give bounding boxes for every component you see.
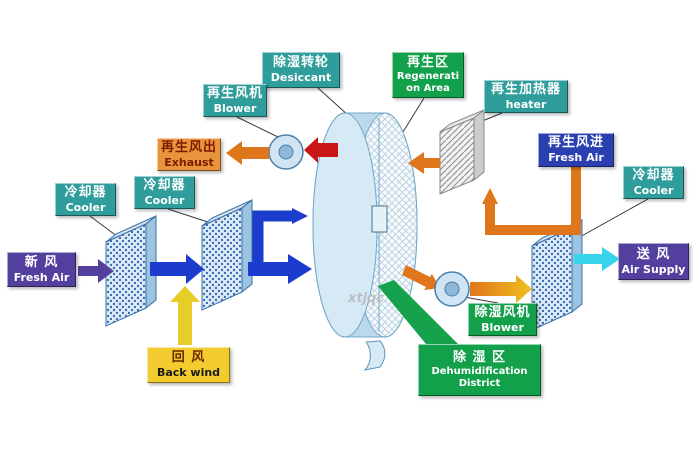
watermark: xtjqc bbox=[348, 291, 385, 306]
label-regen-fresh-air: 再生风进 Fresh Air bbox=[538, 133, 614, 167]
regen-blower-en: Blower bbox=[213, 101, 257, 115]
cooler-right-zh: 冷却器 bbox=[632, 167, 675, 183]
regen-blower-fan bbox=[268, 134, 304, 170]
ribbon-sheet-icon bbox=[363, 340, 386, 371]
dehumid-blower-fan bbox=[434, 271, 470, 307]
regen-blower-zh: 再生风机 bbox=[206, 85, 263, 101]
air-supply-zh: 送 风 bbox=[636, 246, 671, 262]
cooler-mid-zh: 冷却器 bbox=[143, 177, 186, 193]
cooler-left-en: Cooler bbox=[65, 200, 106, 214]
blower-to-cooler-arrow bbox=[470, 275, 532, 303]
cooler-right-unit bbox=[531, 218, 583, 331]
cooler-left-zh: 冷却器 bbox=[64, 184, 107, 200]
label-cooler-mid: 冷却器 Cooler bbox=[134, 176, 195, 209]
label-regen-area: 再生区 Regenerati on Area bbox=[392, 52, 464, 98]
regen-heater-en: heater bbox=[505, 97, 547, 111]
fresh-air-in-en: Fresh Air bbox=[13, 270, 70, 284]
label-regen-exhaust: 再生风出 Exhaust bbox=[157, 138, 221, 171]
label-dehumid-district: 除 湿 区 Dehumidification District bbox=[418, 344, 541, 396]
regen-air-to-wheel-arrow bbox=[408, 152, 440, 174]
label-regen-blower: 再生风机 Blower bbox=[203, 84, 267, 117]
dehumid-blower-en: Blower bbox=[481, 320, 524, 334]
air-supply-en: Air Supply bbox=[621, 262, 686, 276]
label-regen-heater: 再生加热器 heater bbox=[484, 80, 568, 113]
cooler-mid-unit bbox=[201, 198, 253, 311]
label-desiccant-wheel: 除湿转轮 Desiccant bbox=[262, 52, 340, 88]
label-back-wind: 回 风 Back wind bbox=[147, 347, 230, 383]
process-air-elbow-arrow bbox=[252, 208, 308, 268]
exhaust-arrow bbox=[226, 141, 269, 165]
regen-area-en2: on Area bbox=[406, 82, 450, 94]
mixed-air-arrow bbox=[150, 254, 204, 284]
desiccant-wheel-en: Desiccant bbox=[270, 71, 332, 85]
regen-area-en1: Regenerati bbox=[396, 70, 460, 82]
cooler-mid-en: Cooler bbox=[144, 193, 185, 207]
back-wind-en: Back wind bbox=[156, 366, 221, 380]
regen-exhaust-red-arrow bbox=[304, 137, 338, 163]
dehumid-district-en1: Dehumidification bbox=[431, 365, 528, 377]
regen-exhaust-en: Exhaust bbox=[164, 155, 214, 169]
regen-air-inlet-path bbox=[482, 167, 581, 235]
regen-heater-unit bbox=[439, 108, 485, 195]
regen-heater-zh: 再生加热器 bbox=[490, 81, 561, 97]
dehumid-district-wedge bbox=[378, 280, 458, 344]
back-wind-zh: 回 风 bbox=[171, 350, 206, 366]
label-cooler-right: 冷却器 Cooler bbox=[623, 166, 684, 199]
label-cooler-left: 冷却器 Cooler bbox=[55, 183, 116, 216]
wheel-to-blower-arrow bbox=[402, 265, 440, 290]
process-air-arrow bbox=[248, 254, 312, 284]
return-air-arrow bbox=[170, 286, 200, 345]
wheel-axle bbox=[371, 205, 388, 233]
regen-area-zh: 再生区 bbox=[406, 54, 449, 70]
desiccant-wheel-zh: 除湿转轮 bbox=[272, 55, 329, 71]
leader-lines bbox=[89, 87, 649, 304]
fresh-air-arrow bbox=[78, 259, 114, 283]
label-fresh-air-in: 新 风 Fresh Air bbox=[7, 252, 76, 287]
label-air-supply: 送 风 Air Supply bbox=[618, 243, 689, 280]
regen-fresh-air-en: Fresh Air bbox=[548, 151, 604, 165]
dehumid-district-en2: District bbox=[458, 377, 501, 389]
cooler-right-en: Cooler bbox=[633, 183, 674, 197]
regen-fresh-air-zh: 再生风进 bbox=[547, 135, 604, 151]
regen-exhaust-zh: 再生风出 bbox=[160, 139, 217, 155]
supply-air-arrow bbox=[574, 247, 620, 271]
dehumid-district-zh: 除 湿 区 bbox=[452, 349, 507, 365]
dehumid-blower-zh: 除湿风机 bbox=[474, 304, 531, 320]
label-dehumid-blower: 除湿风机 Blower bbox=[468, 303, 537, 336]
fresh-air-in-zh: 新 风 bbox=[24, 254, 59, 270]
